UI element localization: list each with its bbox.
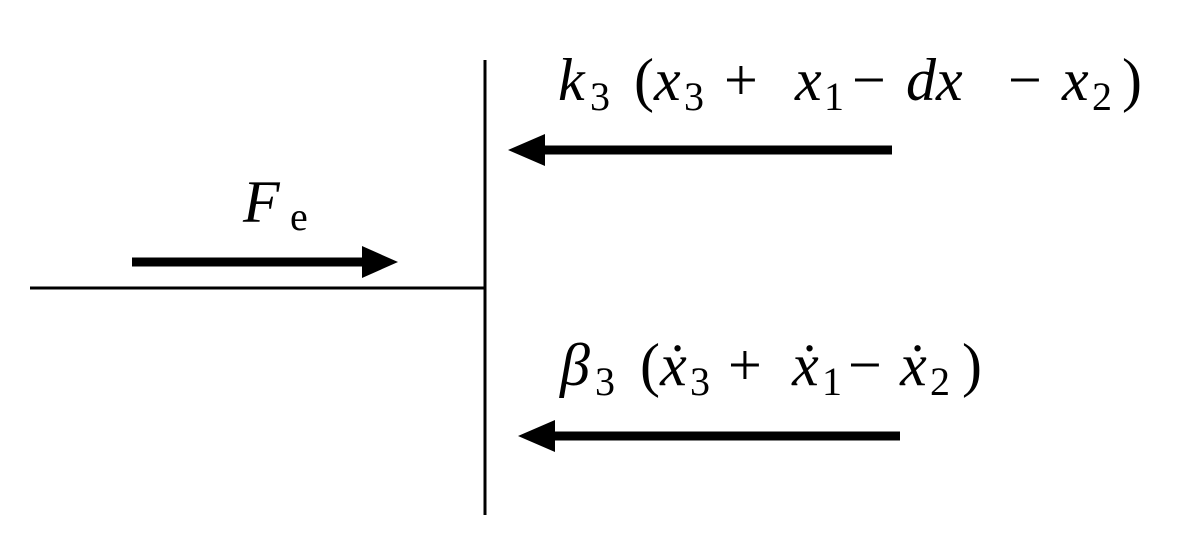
force-subscript: e bbox=[290, 194, 308, 239]
external-force-label: F e bbox=[242, 169, 308, 239]
damper-force-arrow bbox=[518, 420, 900, 452]
spring-force-arrow bbox=[508, 134, 892, 166]
damper-force-label: β 3 ( ẋ 3 + ẋ 1 − ẋ 2 ) bbox=[559, 332, 982, 408]
force-symbol: F bbox=[242, 169, 281, 235]
spring-force-label: k 3 ( x 3 + x 1 − dx − x 2 ) bbox=[558, 47, 1142, 123]
external-force-arrow bbox=[132, 246, 398, 278]
